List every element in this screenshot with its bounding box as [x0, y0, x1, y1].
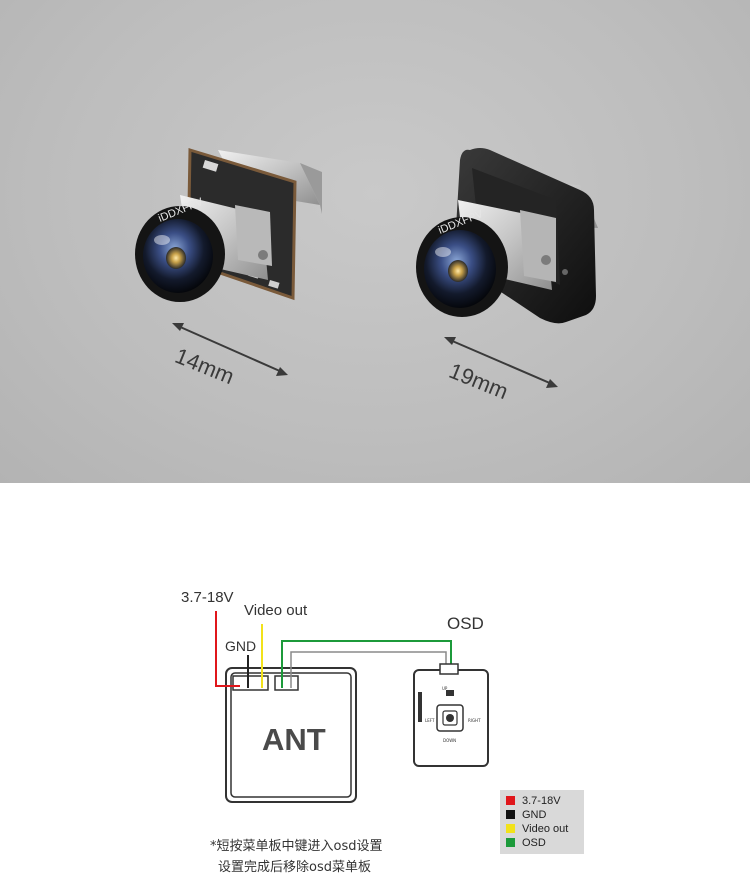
arrowhead-14mm-start	[172, 323, 184, 331]
legend-swatch-green	[506, 838, 515, 847]
wiring-diagram: UP DOWN LEFT RIGHT 3.7-18V Video out GND…	[0, 483, 750, 878]
osd-label-down: DOWN	[443, 738, 456, 743]
osd-connector	[439, 663, 459, 675]
arrow-19mm	[449, 339, 553, 385]
connector-left	[232, 675, 269, 691]
label-power: 3.7-18V	[181, 589, 234, 606]
wire-power	[215, 611, 240, 687]
arrowhead-19mm-start	[444, 337, 456, 345]
legend-item-power: 3.7-18V	[506, 794, 561, 808]
legend-swatch-black	[506, 810, 515, 819]
arrow-14mm	[177, 325, 283, 373]
label-osd: OSD	[447, 614, 484, 633]
module-label: ANT	[262, 722, 326, 757]
arrowhead-19mm-end	[546, 379, 558, 388]
note-line-1: *短按菜单板中键进入osd设置	[210, 839, 383, 854]
wiring-lines: UP DOWN LEFT RIGHT	[215, 611, 489, 803]
osd-label-up: UP	[442, 686, 448, 691]
label-video-out: Video out	[244, 602, 308, 619]
legend-item-video: Video out	[506, 822, 568, 836]
connector-right	[274, 675, 299, 691]
wire-legend: 3.7-18V GND Video out OSD	[500, 790, 584, 854]
osd-label-left: LEFT	[425, 718, 435, 723]
wire-osd-grey	[290, 651, 447, 688]
camera-14mm: iDDXFPV	[135, 147, 322, 302]
legend-item-gnd: GND	[506, 808, 546, 822]
product-illustration: iDDXFPV iDDXFPV	[135, 147, 598, 388]
arrowhead-14mm-end	[276, 367, 288, 376]
label-gnd: GND	[225, 638, 257, 654]
osd-label-right: RIGHT	[468, 718, 481, 723]
legend-swatch-yellow	[506, 824, 515, 833]
wire-osd-green	[281, 640, 452, 688]
product-photo-panel: iDDXFPV iDDXFPV	[0, 0, 750, 483]
legend-swatch-red	[506, 796, 515, 805]
dimension-arrows	[172, 323, 558, 388]
note-line-2: 设置完成后移除osd菜单板	[218, 860, 371, 875]
camera-19mm: iDDXFPV	[416, 148, 598, 324]
legend-item-osd: OSD	[506, 836, 546, 850]
